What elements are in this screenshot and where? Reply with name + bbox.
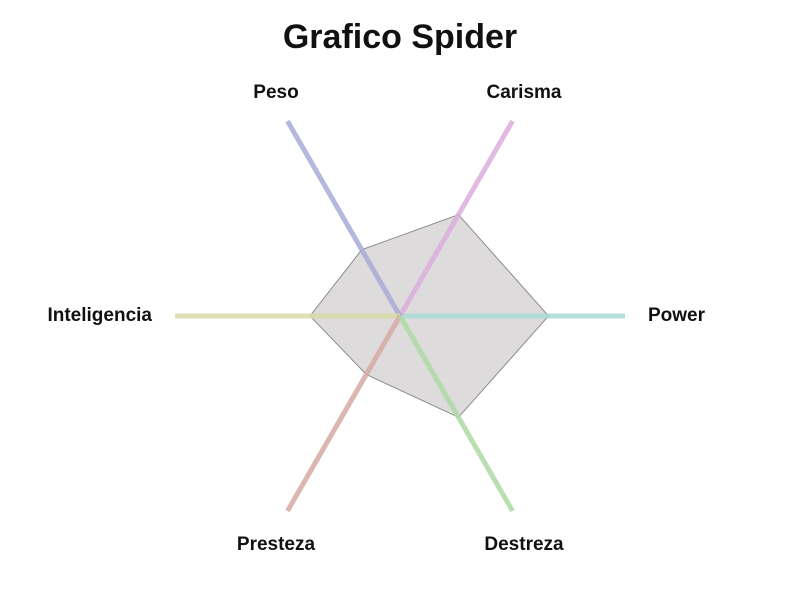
axis-label-destreza: Destreza [484, 534, 564, 555]
axis-line-carisma [397, 119, 515, 318]
axis-label-carisma: Carisma [487, 82, 562, 103]
axis-line-destreza [397, 314, 515, 513]
axis-layer [175, 119, 625, 513]
axis-line-presteza [285, 314, 403, 513]
axis-label-presteza: Presteza [237, 534, 316, 555]
axis-line-peso [285, 119, 403, 318]
axis-label-inteligencia: Inteligencia [47, 305, 152, 326]
chart-title: Grafico Spider [282, 18, 518, 56]
axis-label-peso: Peso [253, 82, 298, 103]
axis-label-power: Power [648, 305, 706, 326]
